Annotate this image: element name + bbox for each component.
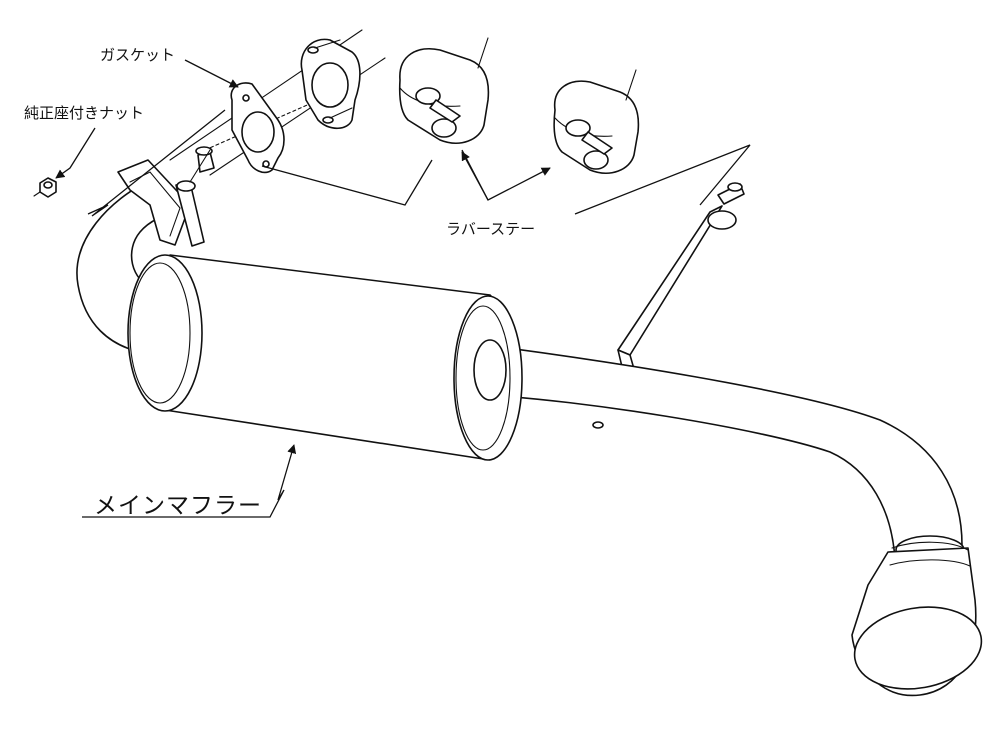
hanger-rod-left <box>175 146 215 247</box>
main-muffler-label: メインマフラー <box>94 493 262 519</box>
leader-lines <box>55 59 751 518</box>
rubber-stay-label: ラバーステー <box>446 220 536 238</box>
gasket <box>230 82 285 174</box>
muffler-tip <box>851 541 983 697</box>
gasket-label: ガスケット <box>100 46 176 64</box>
rubber-stay-1 <box>398 37 490 144</box>
nut <box>33 177 57 198</box>
main-muffler <box>127 254 523 461</box>
hanger-rod-right <box>617 182 745 396</box>
rubber-stay-2 <box>553 69 640 174</box>
pipe-flange <box>300 38 361 130</box>
nut-label: 純正座付きナット <box>24 104 145 122</box>
tail-pipe <box>484 344 965 565</box>
